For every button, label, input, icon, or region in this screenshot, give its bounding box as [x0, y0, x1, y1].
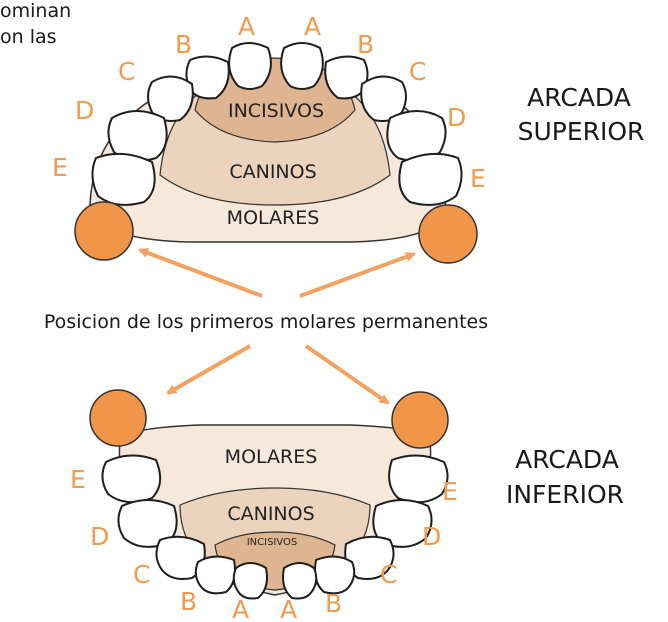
- lower-arch-title-line1: ARCADA: [515, 445, 619, 474]
- lower-letter-d-right: D: [422, 522, 441, 551]
- lower-letter-c-left: C: [133, 560, 150, 589]
- lower-letter-a-left: A: [232, 595, 249, 622]
- upper-tooth-c-right: [360, 75, 407, 122]
- upper-letter-c-left: C: [118, 57, 135, 86]
- lower-label-canines: CANINOS: [227, 503, 314, 525]
- upper-letter-e-left: E: [52, 153, 68, 182]
- lower-tooth-e-left: [101, 454, 162, 504]
- upper-tooth-d-left: [107, 110, 168, 162]
- lower-letter-b-left: B: [180, 587, 197, 616]
- lower-tooth-c-left: [155, 535, 206, 580]
- lower-letter-c-right: C: [380, 560, 397, 589]
- upper-letter-d-right: D: [447, 103, 466, 132]
- lower-letter-e-left: E: [70, 465, 86, 494]
- upper-tooth-c-left: [147, 75, 194, 122]
- upper-arch-title-line2: SUPERIOR: [518, 117, 645, 146]
- arrow-to-lower-left: [166, 344, 251, 395]
- upper-letter-a-right: A: [304, 12, 321, 41]
- upper-tooth-e-right: [398, 152, 463, 206]
- upper-first-molar-left: [74, 201, 134, 261]
- upper-letter-a-left: A: [238, 12, 255, 41]
- upper-arch-title-line1: ARCADA: [527, 83, 631, 112]
- top-note-line-2: on las: [0, 26, 57, 48]
- lower-label-molars: MOLARES: [225, 446, 318, 468]
- lower-tooth-letters: A A B B C C D D E E: [70, 465, 458, 622]
- top-note-text: ominan on las: [0, 0, 71, 50]
- lower-arch: MOLARES CANINOS INCISIVOS A A B B C C D …: [70, 389, 624, 622]
- lower-tooth-d-right: [372, 499, 433, 548]
- upper-letter-c-right: C: [409, 57, 426, 86]
- upper-label-incisors: INCISIVOS: [228, 100, 324, 122]
- upper-teeth: [91, 42, 463, 206]
- lower-letter-a-right: A: [280, 595, 297, 622]
- lower-first-molar-left: [89, 389, 147, 447]
- lower-tooth-a-left: [232, 562, 268, 600]
- lower-letter-e-right: E: [442, 477, 458, 506]
- lower-tooth-b-right: [314, 555, 356, 595]
- upper-letter-e-right: E: [470, 164, 486, 193]
- arrow-to-upper-left: [138, 248, 263, 298]
- lower-tooth-e-right: [388, 454, 449, 504]
- upper-arch: INCISIVOS CANINOS MOLARES A A B B C C D …: [52, 12, 645, 264]
- upper-tooth-a-left: [228, 42, 272, 90]
- upper-letter-b-right: B: [357, 30, 374, 59]
- upper-letter-b-left: B: [175, 30, 192, 59]
- lower-letter-b-right: B: [325, 589, 342, 618]
- caption-first-permanent-molars: Posicion de los primeros molares permane…: [44, 311, 488, 333]
- arrows: [138, 248, 416, 405]
- arrow-to-upper-right: [299, 252, 416, 298]
- lower-label-incisors: INCISIVOS: [247, 537, 298, 548]
- arrow-to-lower-right: [304, 344, 390, 405]
- lower-tooth-a-right: [282, 562, 318, 600]
- top-note-line-1: ominan: [0, 0, 72, 22]
- lower-letter-d-left: D: [90, 522, 109, 551]
- upper-label-molars: MOLARES: [227, 207, 320, 229]
- lower-arch-title-line2: INFERIOR: [506, 480, 624, 509]
- upper-label-canines: CANINOS: [229, 161, 316, 183]
- upper-tooth-letters: A A B B C C D D E E: [52, 12, 486, 193]
- upper-tooth-e-left: [91, 152, 156, 206]
- lower-tooth-b-left: [194, 555, 236, 595]
- upper-tooth-d-right: [386, 110, 447, 162]
- upper-letter-d-left: D: [75, 96, 94, 125]
- lower-first-molar-right: [391, 391, 449, 449]
- upper-first-molar-right: [418, 204, 478, 264]
- upper-tooth-a-right: [280, 42, 324, 90]
- lower-teeth: [101, 454, 449, 600]
